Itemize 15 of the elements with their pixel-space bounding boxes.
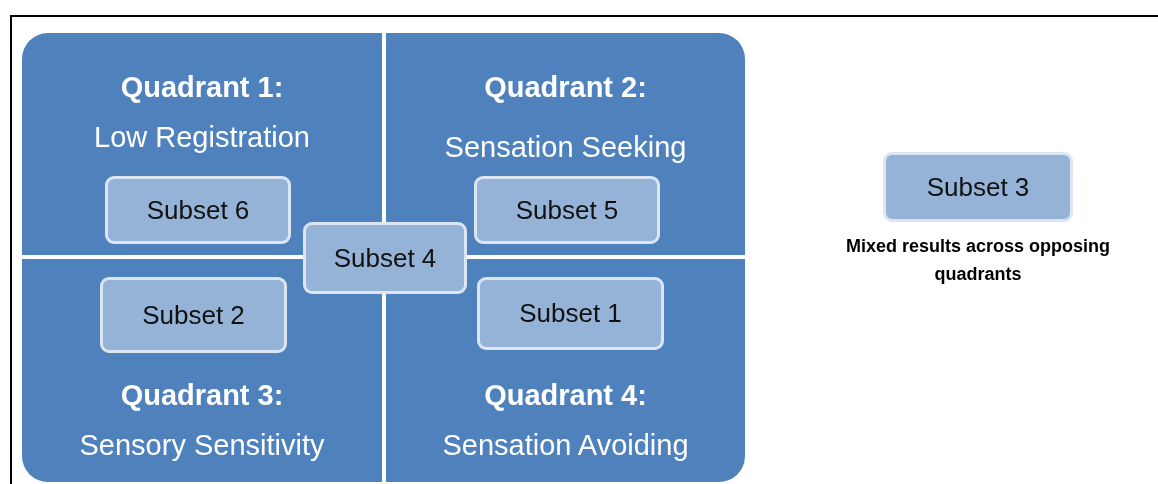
subset-box: Subset 2 (100, 277, 287, 353)
subset-box: Subset 3 (883, 152, 1073, 222)
quadrant-name: Sensation Seeking (444, 131, 687, 164)
quadrant-name: Low Registration (94, 121, 310, 154)
subset-caption: Mixed results across opposing quadrants (844, 235, 1112, 286)
quadrant-name: Sensory Sensitivity (79, 429, 325, 462)
quadrant-name: Sensation Avoiding (442, 429, 689, 462)
quadrant-heading: Quadrant 1: (120, 71, 284, 104)
subset-box: Subset 5 (474, 176, 660, 244)
quadrant-heading: Quadrant 2: (484, 71, 647, 104)
quadrant-heading: Quadrant 3: (120, 379, 284, 412)
subset-box: Subset 1 (477, 277, 664, 350)
quadrant-heading: Quadrant 4: (484, 379, 647, 412)
subset-box: Subset 4 (303, 222, 467, 294)
subset-box: Subset 6 (105, 176, 291, 244)
